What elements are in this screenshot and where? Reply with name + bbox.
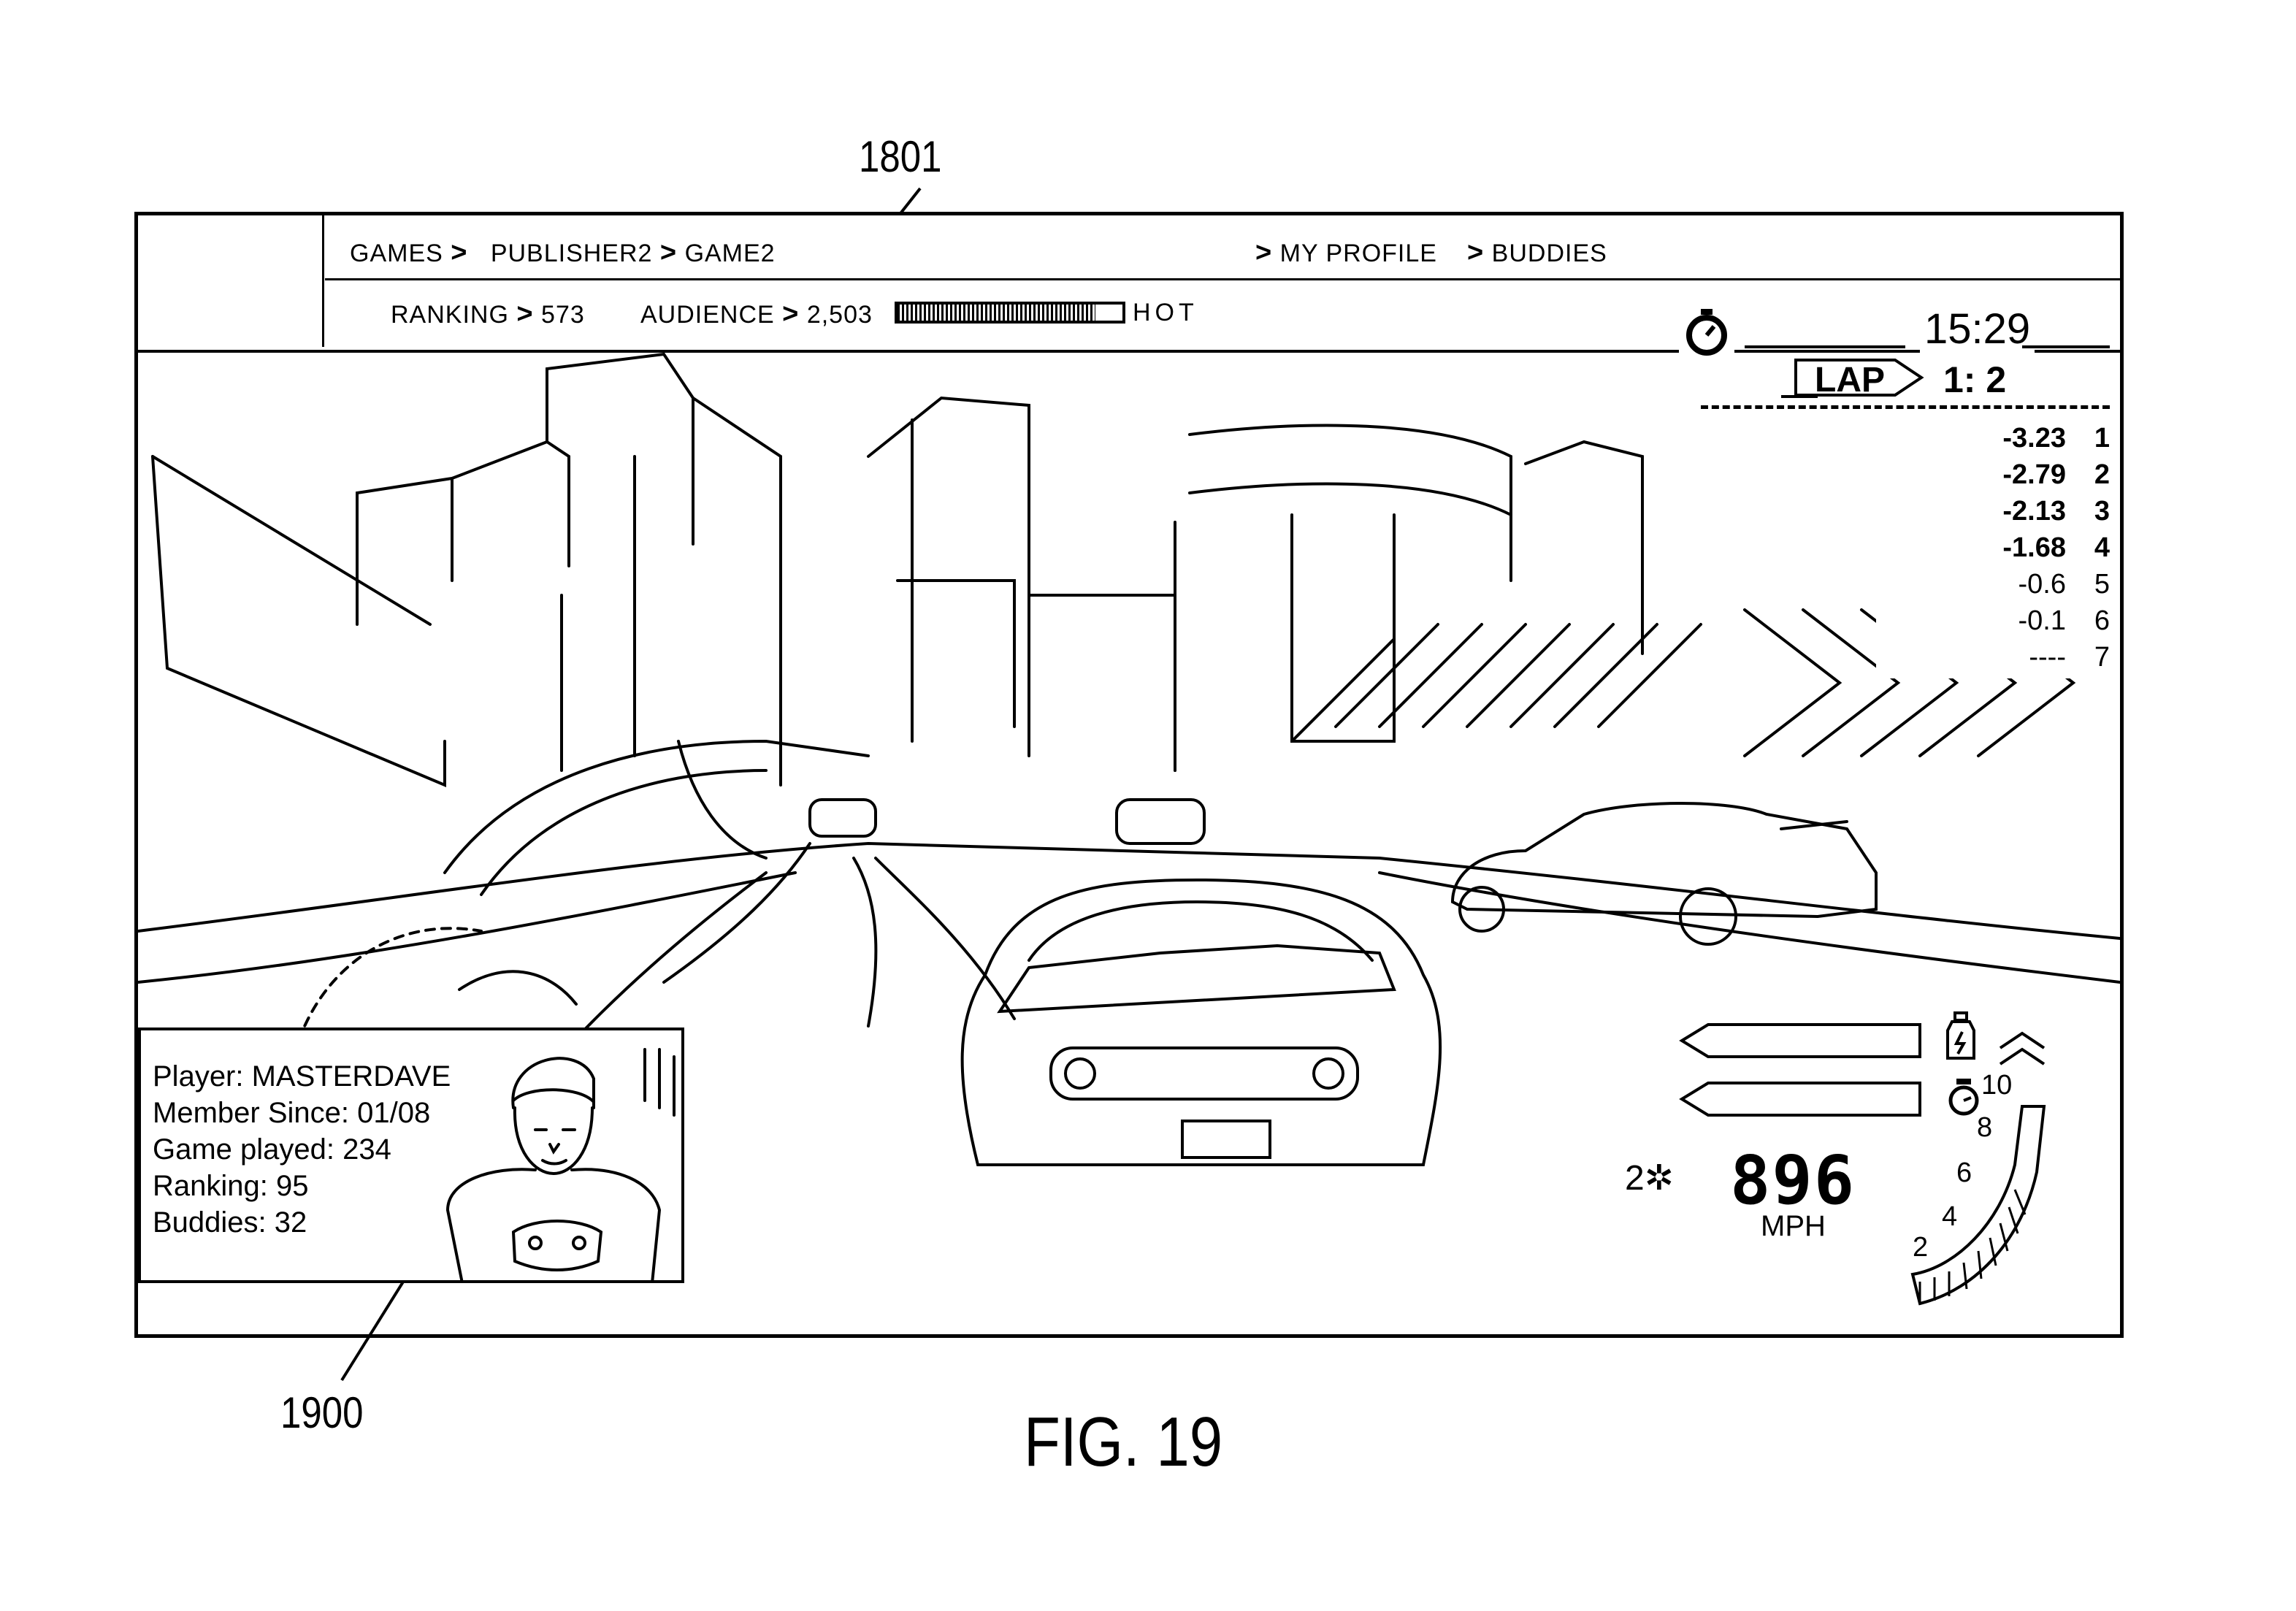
- race-timer: 15:29: [1920, 305, 2035, 353]
- game-screen: GAMES > PUBLISHER2 > GAME2 > MY PROFILE …: [134, 212, 2124, 1338]
- standings-delta: -3.23: [2002, 423, 2066, 454]
- buddies-label: BUDDIES: [1492, 240, 1607, 267]
- standings-delta: -1.68: [2002, 532, 2066, 563]
- standings-position: 6: [2066, 605, 2110, 637]
- gear-number: 2: [1625, 1159, 1645, 1198]
- chevron-right-icon: >: [516, 299, 533, 329]
- hot-meter-fill: [898, 305, 1095, 321]
- fuel-bottle-icon: [1942, 1011, 1980, 1061]
- my-profile-label: MY PROFILE: [1280, 240, 1437, 267]
- standings-position: 7: [2066, 642, 2110, 673]
- chevron-right-icon: >: [1255, 237, 1272, 268]
- standings-delta: ----: [2029, 642, 2066, 673]
- lap-badge: LAP: [1793, 357, 1932, 398]
- my-profile-link[interactable]: > MY PROFILE: [1255, 237, 1437, 269]
- audience-value: 2,503: [807, 301, 873, 329]
- standings-position: 5: [2066, 569, 2110, 600]
- chevron-right-icon: >: [660, 237, 677, 268]
- speed-unit: MPH: [1761, 1210, 1826, 1243]
- ranking-value: 573: [541, 301, 585, 329]
- player-ranking: Ranking: 95: [153, 1168, 451, 1204]
- player-webcam-image: [433, 1035, 681, 1283]
- standings-row: -0.16: [1876, 605, 2110, 642]
- standings-position: 4: [2066, 532, 2110, 564]
- stopwatch-icon: [1679, 303, 1734, 359]
- standings-divider: [1701, 405, 2110, 409]
- breadcrumb: GAMES > PUBLISHER2 > GAME2: [350, 237, 776, 269]
- breadcrumb-game[interactable]: GAME2: [685, 240, 776, 267]
- standings-position: 2: [2066, 459, 2110, 491]
- menu-left-edge: [322, 215, 324, 347]
- breadcrumb-games[interactable]: GAMES: [350, 240, 443, 267]
- chevron-right-icon: >: [782, 299, 799, 329]
- lap-value: 1: 2: [1939, 359, 2010, 401]
- gear-icon: ✲: [1645, 1159, 1674, 1198]
- standings-row: -3.231: [1876, 423, 2110, 459]
- timer-underline-right: [2022, 345, 2110, 348]
- games-played: Game played: 234: [153, 1131, 451, 1168]
- tach-label-10: 10: [1981, 1070, 2012, 1101]
- standings-delta: -0.6: [2018, 569, 2066, 600]
- member-since: Member Since: 01/08: [153, 1095, 451, 1131]
- player-name: Player: MASTERDAVE: [153, 1058, 451, 1095]
- tach-label-6: 6: [1956, 1157, 1972, 1189]
- standings-position: 3: [2066, 496, 2110, 527]
- chevron-right-icon: >: [1467, 237, 1484, 268]
- ranking-label: RANKING: [391, 301, 509, 329]
- speedometer-readout: 896: [1730, 1141, 1856, 1220]
- menu-divider: [325, 278, 2120, 280]
- top-menu-bar: [138, 215, 2120, 353]
- breadcrumb-publisher[interactable]: PUBLISHER2: [491, 240, 653, 267]
- standings-delta: -2.13: [2002, 496, 2066, 527]
- hot-label: HOT: [1133, 299, 1198, 327]
- audience-label: AUDIENCE: [640, 301, 775, 329]
- buddies-link[interactable]: > BUDDIES: [1467, 237, 1607, 269]
- lap-underline: [1781, 395, 1818, 398]
- standings-delta: -2.79: [2002, 459, 2066, 490]
- player-buddies: Buddies: 32: [153, 1204, 451, 1241]
- ranking-stat: RANKING > 573: [391, 299, 585, 330]
- lap-label: LAP: [1815, 360, 1885, 400]
- standings-row: ----7: [1876, 642, 2110, 678]
- standings-delta: -0.1: [2018, 605, 2066, 636]
- standings-row: -2.133: [1876, 496, 2110, 532]
- standings-list: -3.231-2.792-2.133-1.684-0.65-0.16----7: [1876, 423, 2110, 678]
- standings-position: 1: [2066, 423, 2110, 454]
- standings-row: -2.792: [1876, 459, 2110, 496]
- standings-row: -0.65: [1876, 569, 2110, 605]
- audience-stat: AUDIENCE > 2,503: [640, 299, 873, 330]
- gear-indicator: 2✲: [1625, 1157, 1674, 1198]
- standings-row: -1.684: [1876, 532, 2110, 569]
- tach-label-2: 2: [1913, 1232, 1928, 1263]
- chevron-right-icon: >: [451, 237, 467, 268]
- tach-label-4: 4: [1942, 1201, 1957, 1233]
- hot-meter: [895, 302, 1125, 324]
- tach-label-8: 8: [1977, 1112, 1992, 1144]
- player-info-panel: Player: MASTERDAVE Member Since: 01/08 G…: [138, 1028, 684, 1283]
- timer-underline: [1745, 345, 1905, 348]
